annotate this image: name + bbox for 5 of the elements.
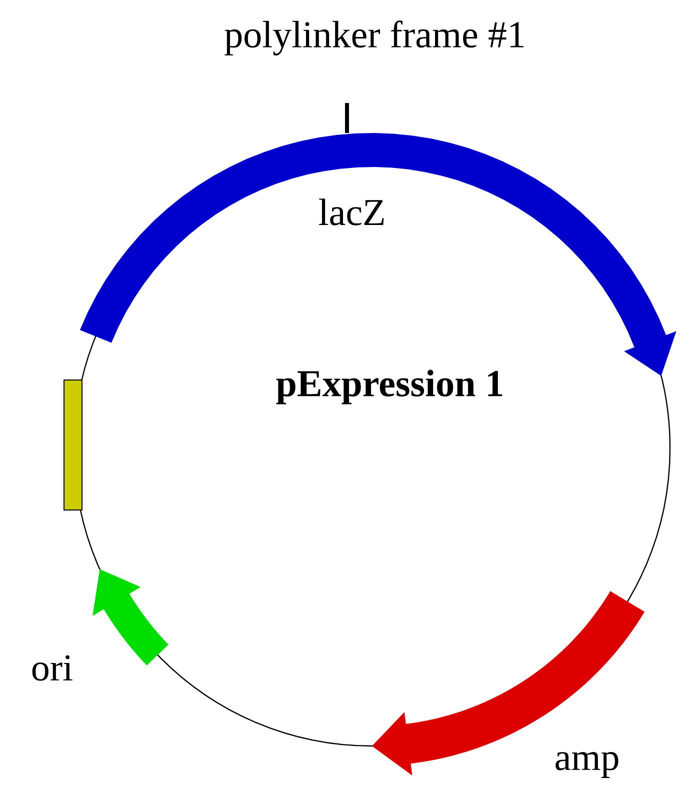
- label: ori: [32, 655, 72, 681]
- label: polylinker frame #1: [224, 20, 524, 56]
- label: amp: [556, 752, 618, 778]
- label: lacZ: [319, 198, 384, 226]
- label: pExpression 1: [276, 370, 502, 404]
